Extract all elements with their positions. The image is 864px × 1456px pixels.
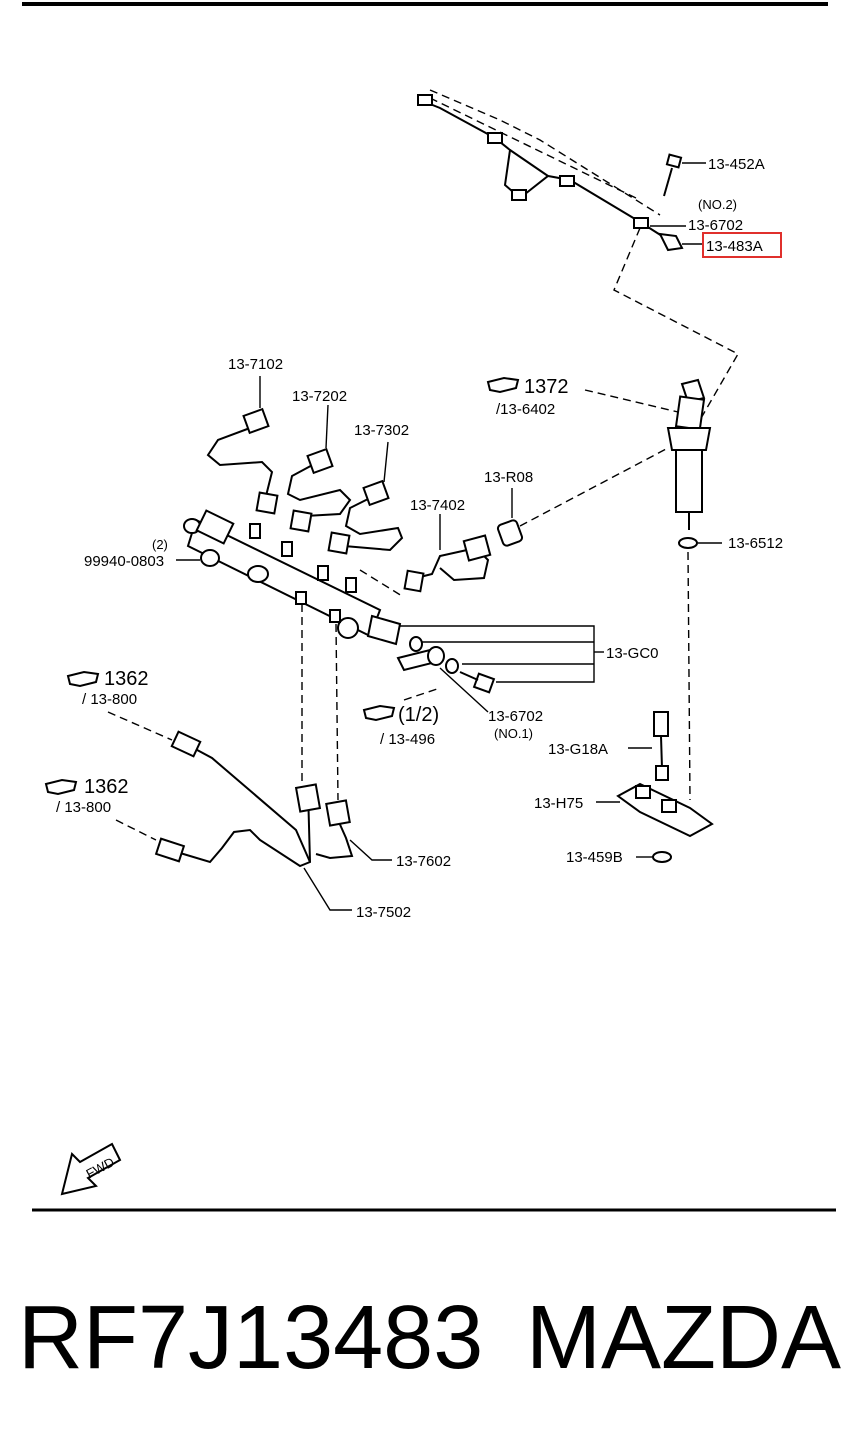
label-13-496: / 13-496 [380,731,435,748]
bolt-13-452a [663,153,706,197]
common-rail-13-gc0 [183,509,403,646]
fuel-pipe-13-7502 [107,604,352,911]
label-13-483a: 13-483A [706,238,763,255]
footer-part-number: RF7J13483 [18,1288,483,1388]
injection-pipe-13-7102 [206,376,279,515]
label-13-800-b: / 13-800 [56,799,111,816]
gc0-leader [400,625,604,694]
stud-13-g18a [628,711,669,781]
fuel-pipe-13-7602 [315,623,392,861]
clip-13-483a [658,232,704,252]
label-13-6402: /13-6402 [496,401,555,418]
label-13-459b: 13-459B [566,849,623,866]
label-qty-2: (2) [152,537,168,552]
footer-brand: MAZDA [526,1288,841,1388]
injection-pipe-13-7402 [403,514,492,593]
label-13-452a: 13-452A [708,156,765,173]
washer-13-459b [636,851,672,863]
label-13-7302: 13-7302 [354,422,409,439]
hand-icon-1362b [44,778,78,796]
label-13-7402: 13-7402 [410,497,465,514]
wire-harness [417,89,739,421]
label-13-6702-no1: 13-6702 [488,708,543,725]
label-13-7602: 13-7602 [396,853,451,870]
label-1362-b: 1362 [84,776,129,798]
label-13-6702-no2: 13-6702 [688,217,743,234]
label-1372: 1372 [524,376,569,398]
injection-pipe-13-7302 [327,441,404,555]
label-13-g18a: 13-G18A [548,741,608,758]
bracket-13-6702-no1 [396,646,489,713]
label-99940-0803: 99940-0803 [84,553,164,570]
seal-13-r08 [496,488,524,547]
hand-icon-1362a [66,670,100,688]
clamp-13-h75 [596,782,714,838]
injection-pipe-13-7202 [286,404,352,533]
label-13-r08: 13-R08 [484,469,533,486]
label-13-7102: 13-7102 [228,356,283,373]
washer-13-6512 [678,537,722,801]
hand-icon-half [362,704,396,722]
label-13-7502: 13-7502 [356,904,411,921]
label-13-h75: 13-H75 [534,795,583,812]
label-no2: (NO.2) [698,197,737,212]
label-13-6512: 13-6512 [728,535,783,552]
label-half: (1/2) [398,704,439,726]
hand-icon-1372 [486,376,520,394]
fwd-arrow-icon: FWD [60,1142,122,1196]
label-13-800-a: / 13-800 [82,691,137,708]
label-no1: (NO.1) [494,726,533,741]
label-13-7202: 13-7202 [292,388,347,405]
label-13-gc0: 13-GC0 [606,645,659,662]
highlight-box-13-483a [702,232,782,258]
injector [519,378,712,530]
label-1362-a: 1362 [104,668,149,690]
washer-99940-0803 [176,549,220,567]
